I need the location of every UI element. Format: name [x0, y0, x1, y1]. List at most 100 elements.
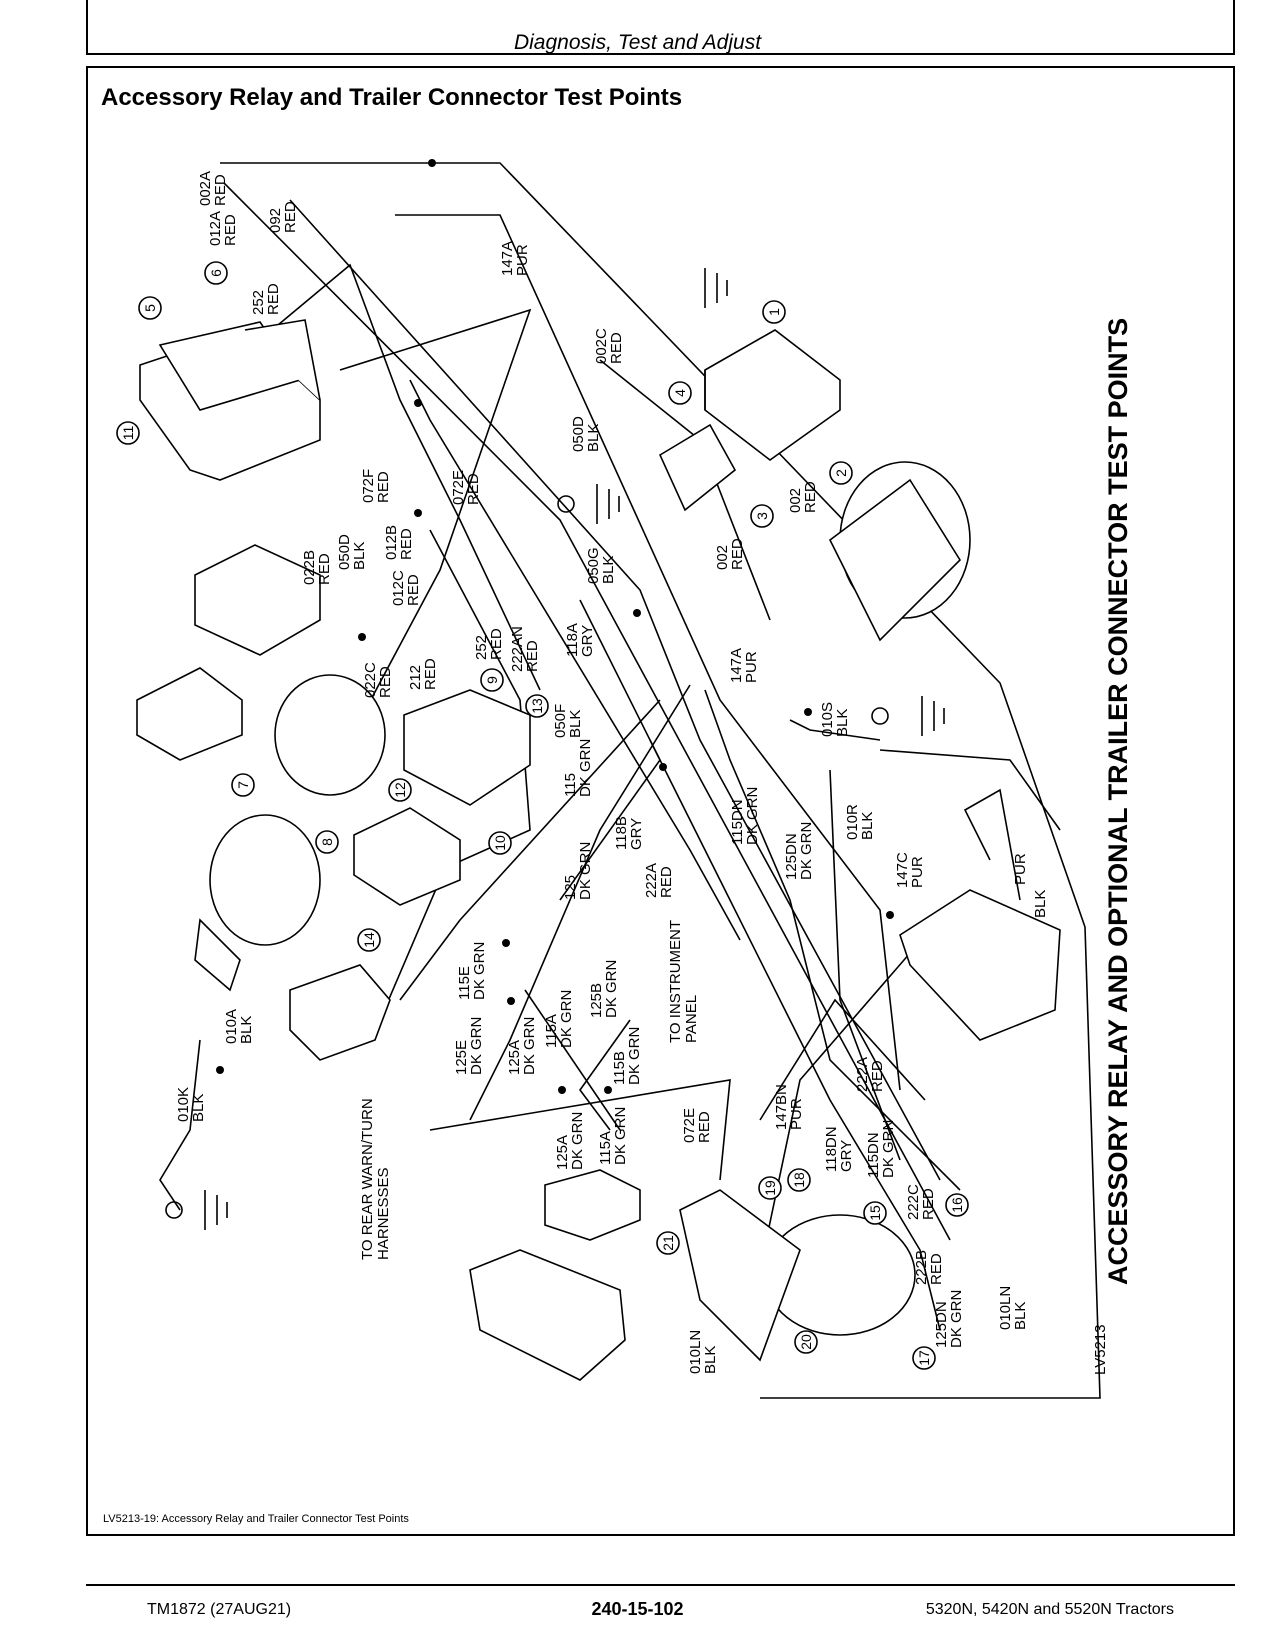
wire-color: RED — [405, 574, 422, 606]
callout-6 — [204, 261, 228, 285]
callout-4 — [668, 381, 692, 405]
wire-color: DK GRN — [626, 1027, 643, 1085]
wire-color: GRY — [838, 1140, 855, 1172]
wire-color: RED — [316, 553, 333, 585]
wire-id: 125A — [554, 1135, 571, 1170]
trailer-plug-body — [289, 964, 391, 1061]
wire-color: RED — [222, 214, 239, 246]
wire-id: 252 — [250, 290, 267, 315]
figure-caption: LV5213-19: Accessory Relay and Trailer C… — [103, 1513, 409, 1525]
callout-6-number: 6 — [208, 269, 224, 277]
wire-color: BLK — [859, 812, 876, 840]
wire-color: DK GRN — [744, 787, 761, 845]
callout-13-number: 13 — [529, 698, 545, 714]
wire-color: DK GRN — [521, 1017, 538, 1075]
wire-color: PUR — [743, 651, 760, 683]
footer-models: 5320N, 5420N and 5520N Tractors — [925, 1601, 1174, 1618]
wire-color: BLK — [702, 1346, 719, 1374]
callout-12-number: 12 — [392, 782, 408, 798]
wire-color: DK GRN — [577, 842, 594, 900]
wire-color: DK GRN — [558, 990, 575, 1048]
note-line: TO INSTRUMENT — [667, 920, 684, 1043]
wire-id: 115DN — [865, 1132, 882, 1178]
callout-9-number: 9 — [484, 676, 500, 684]
wire-color: RED — [465, 473, 482, 505]
wire-color: PUR — [909, 856, 926, 888]
wire-color: PUR — [514, 244, 531, 276]
wire-id: 125 — [562, 875, 579, 900]
callout-7 — [231, 773, 255, 797]
wire-id: 125A — [506, 1040, 523, 1075]
wire-id: 222A — [643, 863, 660, 898]
callout-15 — [863, 1201, 887, 1225]
callout-21 — [656, 1231, 680, 1255]
wire-color: BLK — [600, 556, 617, 584]
wire-id: 010R — [844, 804, 861, 840]
wire-color: DK GRN — [468, 1017, 485, 1075]
callout-19 — [758, 1176, 782, 1200]
wire-id: 147BN — [773, 1084, 790, 1130]
callout-2 — [829, 461, 853, 485]
rear-harness-note: TO REAR WARN/TURN HARNESSES — [359, 1098, 392, 1260]
wire-color: RED — [398, 528, 415, 560]
wire-id: 002A — [197, 171, 214, 206]
components — [136, 319, 1061, 1381]
wire-id: 125DN — [933, 1301, 950, 1348]
callout-bubbles — [116, 261, 969, 1370]
wire-id: 010A — [223, 1009, 240, 1044]
callout-15-number: 15 — [867, 1205, 883, 1221]
wire-color: BLK — [1012, 1302, 1029, 1330]
wire-id: 115A — [597, 1131, 614, 1165]
battery-icon — [704, 329, 841, 461]
wire-id: 050G — [585, 547, 602, 584]
wire-id: 147C — [894, 852, 911, 888]
callout-20-number: 20 — [798, 1334, 814, 1350]
callout-8-number: 8 — [319, 838, 335, 846]
wire-id: 002 — [787, 488, 804, 513]
wire-color: RED — [212, 174, 229, 206]
header-frame — [86, 0, 1235, 55]
wire-id: 222AN — [509, 626, 526, 672]
callout-16 — [945, 1193, 969, 1217]
callout-11 — [116, 421, 140, 445]
callout-7-number: 7 — [235, 781, 251, 789]
wire-color: DK GRN — [880, 1120, 897, 1178]
callout-5 — [138, 296, 162, 320]
wire-color: BLK — [834, 709, 851, 737]
wire-color: BLK — [190, 1094, 207, 1122]
wire-id: 115 — [562, 773, 579, 797]
wire-color: DK GRN — [948, 1290, 965, 1348]
callout-2-number: 2 — [833, 469, 849, 477]
wire-color: RED — [375, 471, 392, 503]
footer-page-number: 240-15-102 — [591, 1599, 684, 1619]
wire-id: 118B — [613, 816, 630, 850]
wire-color: DK GRN — [577, 739, 594, 797]
callout-17 — [912, 1346, 936, 1370]
wire-id: 010S — [819, 702, 836, 737]
wire-id: 115B — [611, 1051, 628, 1085]
wire-color: RED — [377, 666, 394, 698]
wire-id: 012A — [207, 211, 224, 246]
plug-wire-labels: PUR — [1012, 853, 1029, 885]
wire-color: BLK — [585, 424, 602, 452]
wire-id: 012C — [390, 570, 407, 606]
wire-color: RED — [608, 332, 625, 364]
note-line: TO REAR WARN/TURN — [359, 1098, 376, 1260]
callout-4-number: 4 — [672, 389, 688, 397]
callout-18-number: 18 — [791, 1172, 807, 1188]
wire-id: 050D — [570, 416, 587, 452]
wire-id: 252 — [473, 635, 490, 660]
wire-color: PUR — [788, 1098, 805, 1130]
wire-id: 050F — [552, 704, 569, 738]
wire-id: 022B — [301, 550, 318, 585]
wire-id: 072E — [681, 1108, 698, 1143]
callout-19-number: 19 — [762, 1180, 778, 1196]
callout-5-number: 5 — [142, 304, 158, 312]
wire-id: 002C — [593, 328, 610, 364]
callout-21-number: 21 — [660, 1235, 676, 1251]
callout-1-number: 1 — [766, 308, 782, 316]
wire-color: DK GRN — [471, 942, 488, 1000]
figure-id: LV5213 — [1092, 1324, 1109, 1375]
